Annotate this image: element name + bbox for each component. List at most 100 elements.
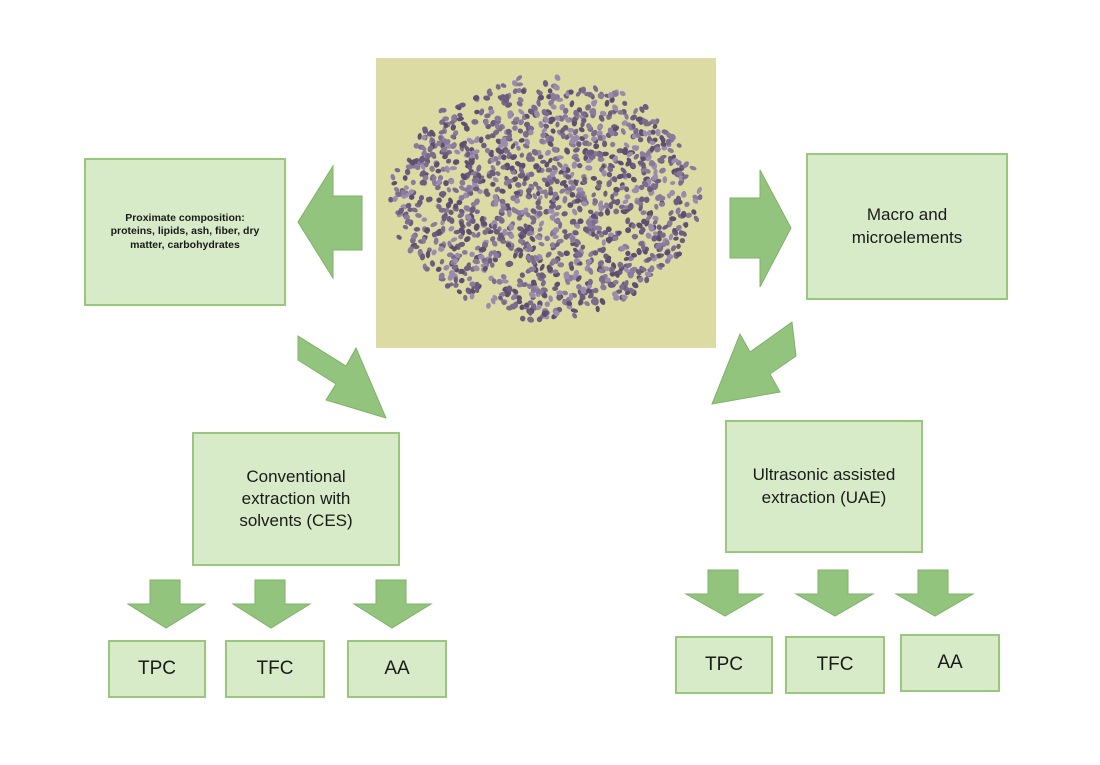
seed xyxy=(554,74,561,81)
seed xyxy=(554,94,560,100)
seed xyxy=(564,167,571,174)
ces-aa-box: AA xyxy=(347,640,447,698)
seed xyxy=(606,171,613,178)
seed xyxy=(430,221,438,228)
seed xyxy=(448,209,454,216)
seed xyxy=(527,129,534,136)
seed xyxy=(640,226,646,233)
seed xyxy=(508,233,515,239)
seed xyxy=(439,258,445,265)
seed xyxy=(639,106,645,114)
seed xyxy=(530,286,537,294)
seed xyxy=(510,195,517,202)
seed xyxy=(394,187,400,192)
seed xyxy=(456,105,462,111)
seed xyxy=(680,210,687,219)
seed xyxy=(645,256,652,263)
seed xyxy=(470,218,476,224)
seed xyxy=(523,207,529,214)
seed xyxy=(608,202,614,210)
seed xyxy=(490,236,496,242)
seed xyxy=(545,149,551,156)
seed xyxy=(469,288,476,294)
seed xyxy=(616,230,622,236)
seed xyxy=(613,208,620,215)
seed xyxy=(614,198,621,206)
seed xyxy=(497,154,503,160)
ces-tfc-box: TFC xyxy=(225,640,325,698)
seed xyxy=(649,252,655,259)
seed xyxy=(587,209,594,215)
seed xyxy=(564,117,571,123)
seed xyxy=(572,230,579,236)
seed xyxy=(512,88,518,95)
seed xyxy=(545,251,552,258)
seed xyxy=(610,141,616,148)
seed xyxy=(609,271,616,277)
seed xyxy=(574,156,580,163)
seed xyxy=(402,175,408,181)
uae-tpc-label: TPC xyxy=(705,654,743,675)
seed xyxy=(562,195,568,204)
seed xyxy=(652,215,659,221)
seed xyxy=(492,177,499,183)
seed xyxy=(391,180,398,186)
seed xyxy=(419,179,425,186)
seed xyxy=(498,291,506,297)
seed xyxy=(541,189,548,194)
ces-tpc-label: TPC xyxy=(138,658,176,679)
seed xyxy=(474,136,480,144)
seed xyxy=(568,132,575,139)
seed xyxy=(453,276,458,284)
seed xyxy=(537,90,543,96)
seed xyxy=(667,148,674,153)
ces-tpc-box: TPC xyxy=(108,640,206,698)
seed xyxy=(533,254,540,262)
seed xyxy=(574,198,581,204)
seed xyxy=(601,169,607,177)
seed xyxy=(652,124,658,129)
seed xyxy=(645,215,652,221)
seed xyxy=(619,245,626,251)
seed xyxy=(482,265,488,272)
seed xyxy=(463,294,468,301)
seed xyxy=(592,250,599,256)
uae-box: Ultrasonic assisted extraction (UAE) xyxy=(725,420,923,553)
seed xyxy=(500,136,507,144)
seed xyxy=(645,168,651,174)
seed xyxy=(576,162,583,169)
seed xyxy=(473,281,480,288)
seed xyxy=(580,86,587,94)
seed xyxy=(457,212,465,219)
uae-text: Ultrasonic assisted extraction (UAE) xyxy=(752,465,896,507)
seed xyxy=(608,163,615,169)
seed xyxy=(631,252,637,258)
seed xyxy=(500,239,507,244)
seed xyxy=(538,94,544,101)
seed xyxy=(415,213,422,218)
seed xyxy=(436,197,442,203)
seed xyxy=(685,212,692,218)
seed xyxy=(483,188,489,195)
seed xyxy=(549,214,556,221)
seed xyxy=(587,267,594,275)
seed xyxy=(463,205,471,212)
seed xyxy=(469,153,476,159)
seed xyxy=(616,173,624,180)
seed xyxy=(669,189,676,196)
seed xyxy=(492,224,497,230)
seed xyxy=(576,107,583,113)
seed xyxy=(392,195,398,203)
seed xyxy=(630,176,637,183)
seed xyxy=(526,230,533,236)
seed xyxy=(638,196,645,203)
seed xyxy=(676,143,682,148)
arrow-down-icon xyxy=(894,569,975,617)
seed xyxy=(548,203,557,210)
seed xyxy=(521,282,528,288)
seed xyxy=(501,279,509,284)
seed xyxy=(437,175,444,181)
seed xyxy=(419,170,426,177)
seed xyxy=(562,125,569,131)
seed xyxy=(552,286,559,292)
